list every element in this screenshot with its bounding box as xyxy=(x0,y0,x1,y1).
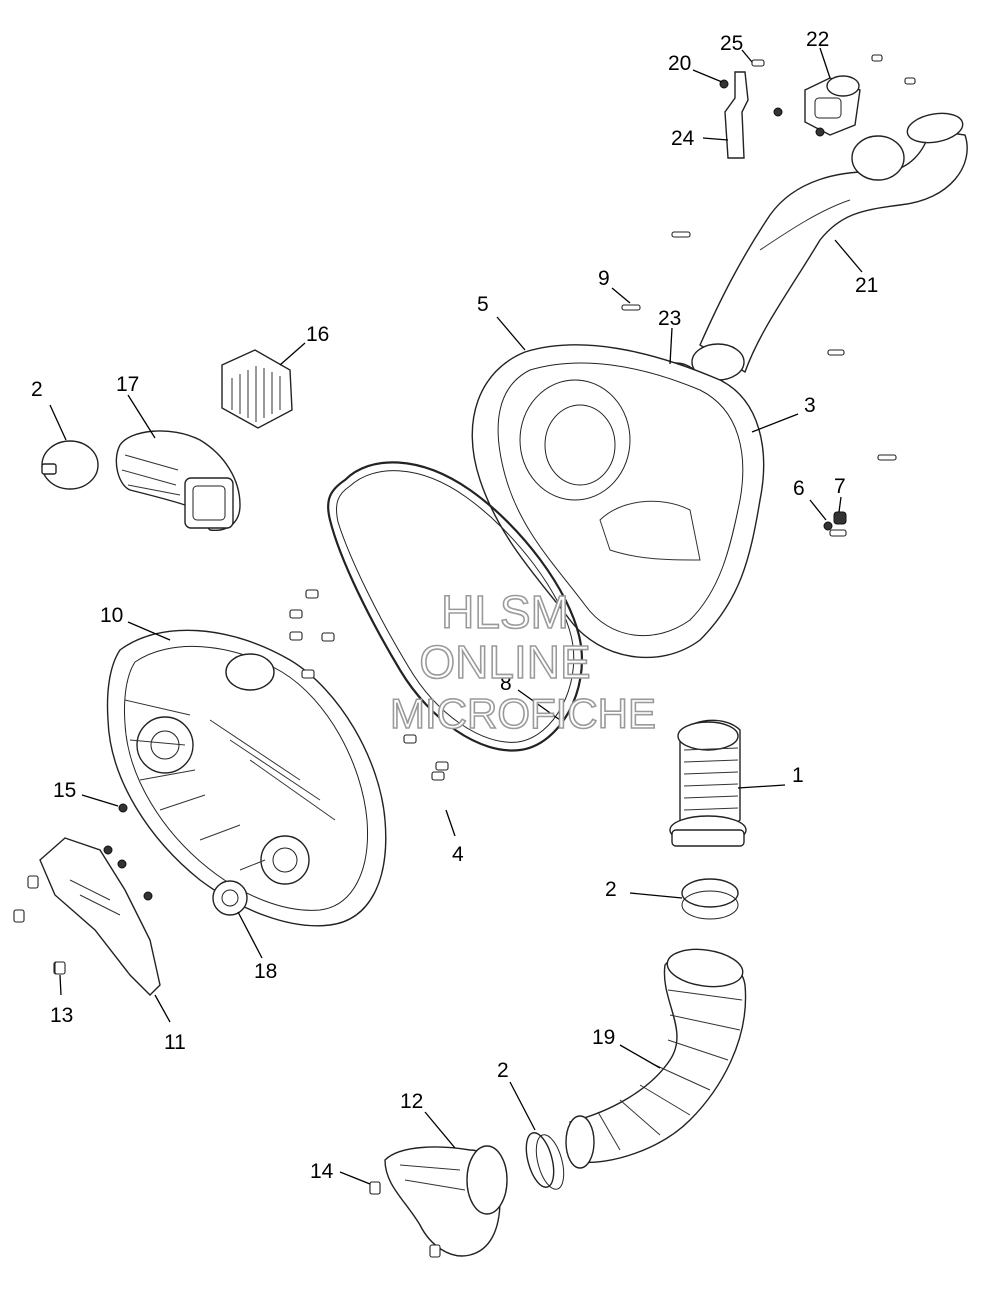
part-19-boot-duct xyxy=(565,948,747,1169)
part-2-hose-clamp-left xyxy=(41,440,99,490)
callout-22: 22 xyxy=(806,28,829,51)
part-1-filter xyxy=(669,719,747,847)
part-17-intake-boot xyxy=(115,430,241,532)
callout-2-left: 2 xyxy=(31,378,43,401)
part-21-intake-duct xyxy=(691,112,968,381)
part-10-inner-cover xyxy=(106,629,387,927)
callout-2-right: 2 xyxy=(605,878,617,901)
watermark-line-3: MICROFICHE xyxy=(390,690,656,737)
callout-18: 18 xyxy=(254,960,277,983)
leader-lines xyxy=(49,47,863,1185)
callout-13: 13 xyxy=(50,1004,73,1027)
callout-12: 12 xyxy=(400,1090,423,1113)
part-15-nut xyxy=(118,803,128,813)
callout-17: 17 xyxy=(116,373,139,396)
callout-11: 11 xyxy=(164,1031,186,1054)
callout-14: 14 xyxy=(310,1160,334,1183)
hose-clamp-icon xyxy=(851,135,905,181)
bolt-icon xyxy=(289,589,449,781)
watermark: HLSM ONLINE MICROFICHE xyxy=(389,585,657,738)
part-12-outlet-duct xyxy=(384,1145,508,1257)
callout-20: 20 xyxy=(668,52,691,75)
callout-5: 5 xyxy=(477,293,489,316)
part-22-flange xyxy=(804,75,861,136)
callout-16: 16 xyxy=(306,323,329,346)
callout-25: 25 xyxy=(720,32,743,55)
part-13-bolt xyxy=(54,961,66,975)
callout-23: 23 xyxy=(658,307,681,330)
part-24-bracket xyxy=(724,71,749,159)
part-8-drive-belt xyxy=(327,461,583,752)
watermark-line-1: HLSM xyxy=(441,586,569,638)
callout-2-bottom: 2 xyxy=(497,1059,509,1082)
part-6-7-hardware xyxy=(823,511,847,537)
callout-21: 21 xyxy=(855,274,878,297)
part-11-heat-shield xyxy=(39,837,161,996)
part-18-seal xyxy=(212,880,248,916)
part-5-outer-cover xyxy=(471,344,765,659)
callout-3: 3 xyxy=(804,394,816,417)
part-2-hose-clamp-right xyxy=(681,878,739,920)
callout-15: 15 xyxy=(53,779,76,802)
callout-8: 8 xyxy=(500,672,512,695)
part-14-bolt xyxy=(369,1181,381,1195)
watermark-line-2: ONLINE xyxy=(419,636,590,688)
callout-6: 6 xyxy=(793,477,805,500)
callout-19: 19 xyxy=(592,1026,615,1049)
callout-10: 10 xyxy=(100,604,123,627)
callout-numbers: 1 2 2 2 3 4 5 6 7 8 9 10 11 12 13 14 15 … xyxy=(31,28,878,1183)
callout-7: 7 xyxy=(834,475,846,498)
callout-4: 4 xyxy=(452,843,464,866)
part-16-screen xyxy=(221,349,293,429)
part-8-drive-belt-inner xyxy=(336,470,575,743)
callout-9: 9 xyxy=(598,267,610,290)
callout-1: 1 xyxy=(792,764,804,787)
part-2-hose-clamp-bottom xyxy=(525,1132,565,1190)
callout-24: 24 xyxy=(671,127,695,150)
